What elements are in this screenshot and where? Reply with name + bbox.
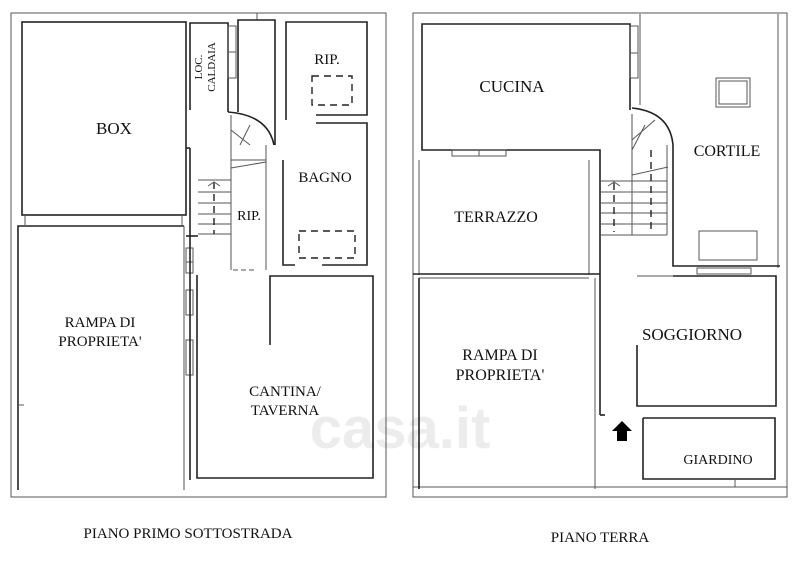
- staircase: [198, 179, 231, 235]
- label-rampa-line1: RAMPA DI: [65, 315, 136, 331]
- skylight: [715, 77, 751, 108]
- label-bagno: BAGNO: [298, 170, 352, 186]
- label-loc-caldaia-line2: CALDAIA: [206, 42, 218, 92]
- entrance-arrow-icon: [612, 421, 632, 441]
- plan-piano-primo-sottostrada: [10, 12, 387, 498]
- watermark: casa.it: [310, 396, 491, 461]
- staircase: [600, 114, 669, 236]
- outer-boundary: [412, 12, 788, 498]
- label-loc-caldaia-line1: LOC.: [193, 54, 205, 79]
- label-rampa-line1: RAMPA DI: [462, 347, 537, 364]
- label-soggiorno: SOGGIORNO: [642, 325, 742, 344]
- label-rampa-line2: PROPRIETA': [456, 367, 545, 384]
- label-rip-stair: RIP.: [237, 209, 261, 224]
- label-terrazzo: TERRAZZO: [454, 209, 538, 226]
- label-cucina: CUCINA: [479, 77, 545, 96]
- outer-boundary: [10, 12, 387, 498]
- label-cantina-line1: CANTINA/: [249, 384, 321, 400]
- planter: [698, 230, 758, 261]
- label-giardino: GIARDINO: [683, 453, 752, 468]
- label-cortile: CORTILE: [694, 143, 761, 160]
- floor-title-terra: PIANO TERRA: [551, 530, 650, 546]
- label-rip-top: RIP.: [314, 52, 339, 68]
- room-box: [21, 21, 187, 216]
- bathtub-outline: [298, 230, 356, 259]
- plan-piano-terra: [412, 12, 788, 498]
- fixture-outline: [311, 75, 353, 106]
- label-cantina-line2: TAVERNA: [251, 403, 320, 419]
- label-rampa-line2: PROPRIETA': [58, 334, 141, 350]
- floor-title-sottostrada: PIANO PRIMO SOTTOSTRADA: [84, 526, 293, 542]
- label-box: BOX: [96, 119, 132, 138]
